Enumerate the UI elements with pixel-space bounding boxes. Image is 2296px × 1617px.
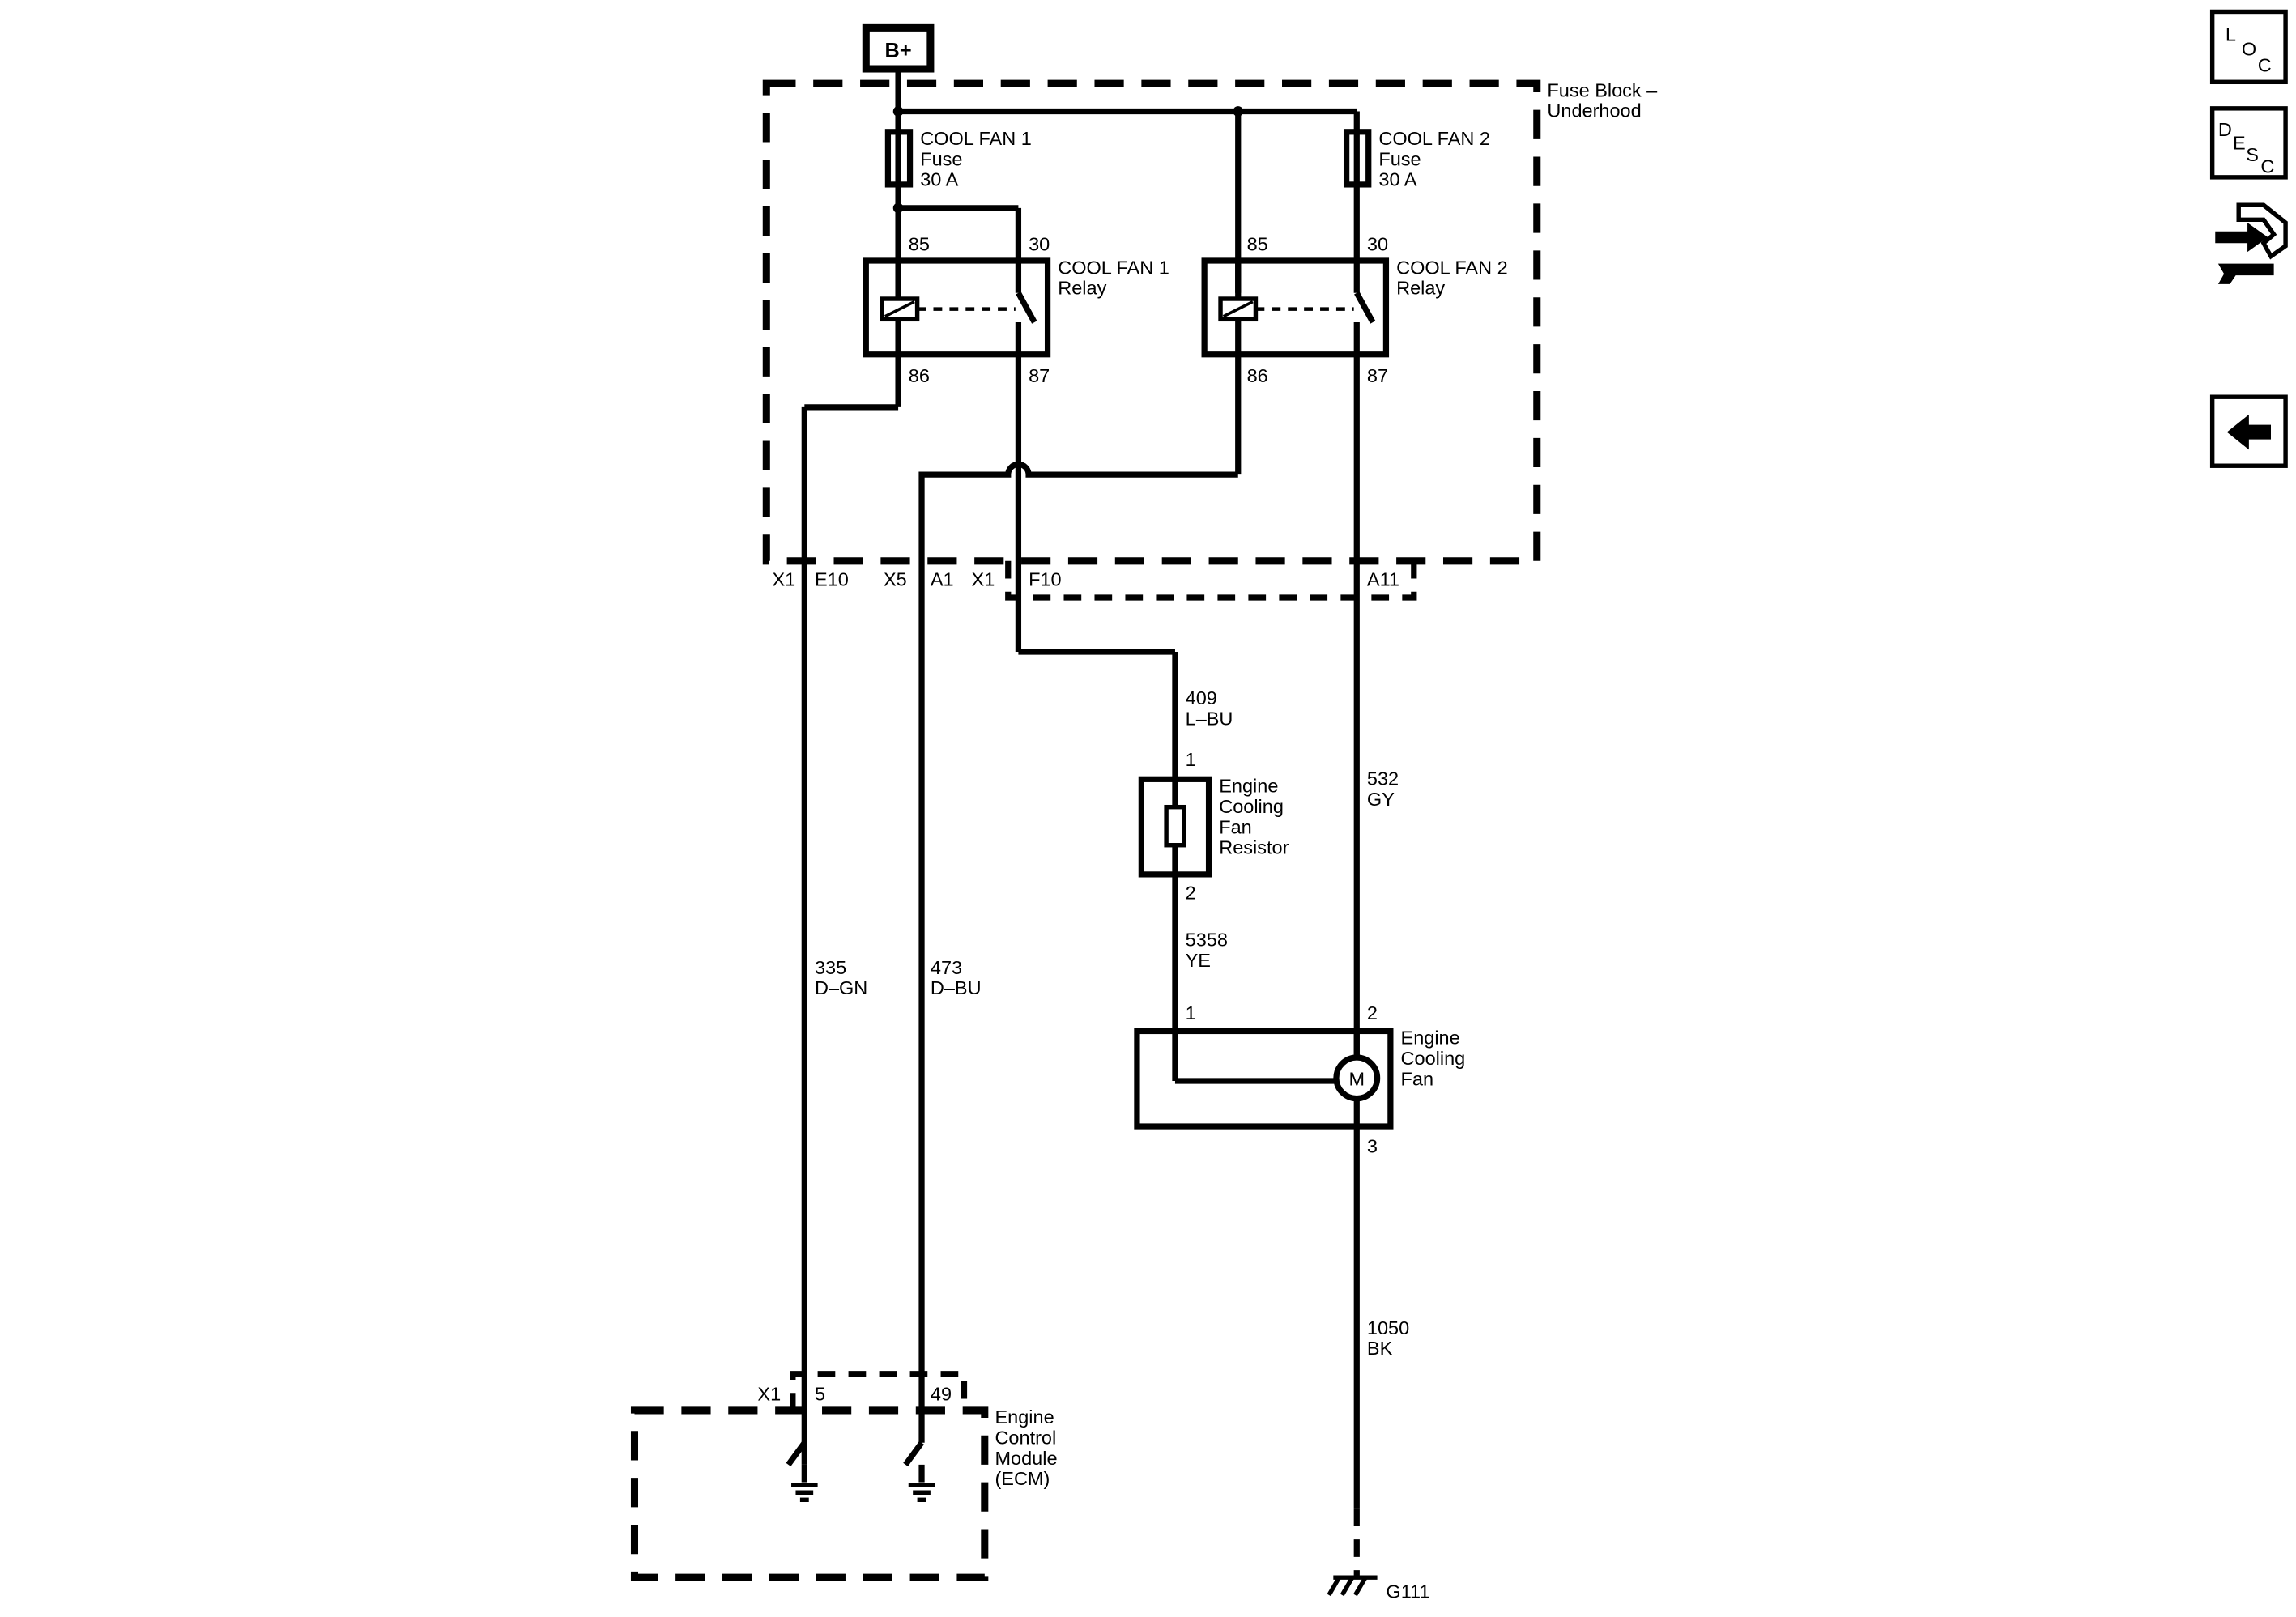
fan-pin-3: 3	[1367, 1136, 1378, 1157]
connector-e10: E10	[815, 569, 849, 590]
fan-motor-letter: M	[1348, 1068, 1365, 1089]
relay-1-pin-87: 87	[1029, 365, 1050, 386]
engine-cooling-fan-resistor: 1 2 Engine Cooling Fan Resistor	[1138, 749, 1289, 904]
resistor-label-line3: Fan	[1219, 816, 1252, 837]
connector-x1-b: X1	[972, 569, 995, 590]
connector-service-icon[interactable]	[2215, 202, 2288, 284]
fan-label-line2: Cooling	[1401, 1048, 1466, 1069]
ecm-label-line3: Module	[995, 1448, 1057, 1469]
wire-5358-color: YE	[1186, 950, 1211, 971]
external-wiring	[801, 564, 1360, 1577]
resistor-pin-1: 1	[1186, 749, 1196, 770]
cool-fan-2-fuse-rating: 30 A	[1378, 169, 1416, 190]
desc-letter-c: C	[2260, 155, 2274, 177]
relay-2-pin-30: 30	[1367, 233, 1388, 254]
ecm-switch-pin-5	[786, 1440, 818, 1503]
relay-1-type: Relay	[1058, 278, 1106, 299]
cool-fan-1-fuse-name: COOL FAN 1	[920, 128, 1032, 149]
description-button[interactable]: D E S C	[2209, 106, 2288, 180]
ecm-switch-pin-49	[903, 1440, 935, 1503]
resistor-label-line4: Resistor	[1219, 837, 1289, 858]
fuse-block-title-line2: Underhood	[1547, 100, 1641, 121]
wire-532-circuit: 532	[1367, 768, 1399, 789]
fuse-block-connectors: X1 E10 X5 A1 X1 F10 A11	[773, 560, 1417, 601]
relay-2-pin-87: 87	[1367, 365, 1388, 386]
resistor-pin-2: 2	[1186, 883, 1196, 904]
relay-2-pin-86: 86	[1247, 365, 1268, 386]
cool-fan-1-fuse-type: Fuse	[920, 148, 962, 169]
cool-fan-1-fuse-rating: 30 A	[920, 169, 958, 190]
loc-letter-l: L	[2226, 24, 2236, 45]
loc-letter-o: O	[2242, 39, 2256, 60]
wire-335-color: D–GN	[815, 977, 867, 998]
connector-a11: A11	[1367, 569, 1399, 590]
relay-1-name: COOL FAN 1	[1058, 257, 1169, 278]
cool-fan-1-relay: 85 30 86 87 COOL FAN 1 Relay	[863, 205, 1169, 428]
cool-fan-2-fuse-type: Fuse	[1378, 148, 1421, 169]
wire-532-color: GY	[1367, 789, 1395, 810]
ecm-label-line2: Control	[995, 1428, 1056, 1449]
connector-f10: F10	[1029, 569, 1062, 590]
battery-positive-terminal: B+	[862, 23, 935, 73]
ground-g111: G111	[1327, 1575, 1429, 1602]
fan-pin-2: 2	[1367, 1002, 1378, 1023]
fan-label-line3: Fan	[1401, 1068, 1434, 1089]
wire-473-circuit: 473	[931, 957, 962, 978]
desc-letter-e: E	[2233, 133, 2246, 154]
desc-letter-d: D	[2218, 119, 2232, 140]
fan-label-line1: Engine	[1401, 1028, 1460, 1049]
engine-control-module: X1 5 49 Engine Control Module (ECM)	[630, 1371, 1058, 1581]
resistor-label-line1: Engine	[1219, 776, 1278, 797]
relay-2-name: COOL FAN 2	[1396, 257, 1508, 278]
location-button[interactable]: L O C	[2209, 9, 2288, 85]
resistor-label-line2: Cooling	[1219, 796, 1284, 817]
internal-wiring	[801, 404, 1238, 564]
wire-1050-color: BK	[1367, 1338, 1393, 1359]
back-arrow-icon	[2226, 414, 2272, 450]
relay-2-type: Relay	[1396, 278, 1445, 299]
ecm-pin-5: 5	[815, 1383, 825, 1404]
connector-a1: A1	[931, 569, 954, 590]
connector-x1-a: X1	[773, 569, 796, 590]
wire-409-circuit: 409	[1186, 687, 1217, 709]
wire-473-color: D–BU	[931, 977, 982, 998]
cool-fan-2-relay: 85 30 86 87 COOL FAN 2 Relay	[1201, 233, 1508, 1057]
fan-motor-symbol	[1333, 1054, 1381, 1102]
ecm-label-line1: Engine	[995, 1406, 1054, 1428]
engine-cooling-fan: M 1 2 3 Engine Cooling Fan	[1134, 1002, 1466, 1157]
cool-fan-1-fuse: COOL FAN 1 Fuse 30 A	[884, 128, 1032, 261]
relay-2-pin-85: 85	[1247, 233, 1268, 254]
fuse-block-title: Fuse Block –	[1547, 79, 1658, 100]
connector-x5: X5	[884, 569, 907, 590]
wire-1050-circuit: 1050	[1367, 1317, 1409, 1338]
wire-5358-circuit: 5358	[1186, 930, 1228, 951]
relay-1-pin-86: 86	[909, 365, 930, 386]
fuse-block-outline	[762, 79, 1541, 565]
ecm-label-line4: (ECM)	[995, 1468, 1050, 1489]
ecm-connector: X1	[757, 1383, 781, 1404]
ground-label: G111	[1386, 1581, 1429, 1602]
wire-335-circuit: 335	[815, 957, 846, 978]
back-button[interactable]	[2209, 394, 2288, 468]
relay-1-pin-30: 30	[1029, 233, 1050, 254]
relay-1-pin-85: 85	[909, 233, 930, 254]
wire-409-color: L–BU	[1186, 708, 1233, 729]
fan-pin-1: 1	[1186, 1002, 1196, 1023]
desc-letter-s: S	[2246, 144, 2259, 165]
ecm-pin-49: 49	[931, 1383, 952, 1404]
cool-fan-2-fuse-name: COOL FAN 2	[1378, 128, 1490, 149]
battery-positive-label: B+	[885, 40, 912, 62]
loc-letter-c: C	[2258, 55, 2272, 76]
cool-fan-2-fuse: COOL FAN 2 Fuse 30 A	[1343, 128, 1490, 261]
